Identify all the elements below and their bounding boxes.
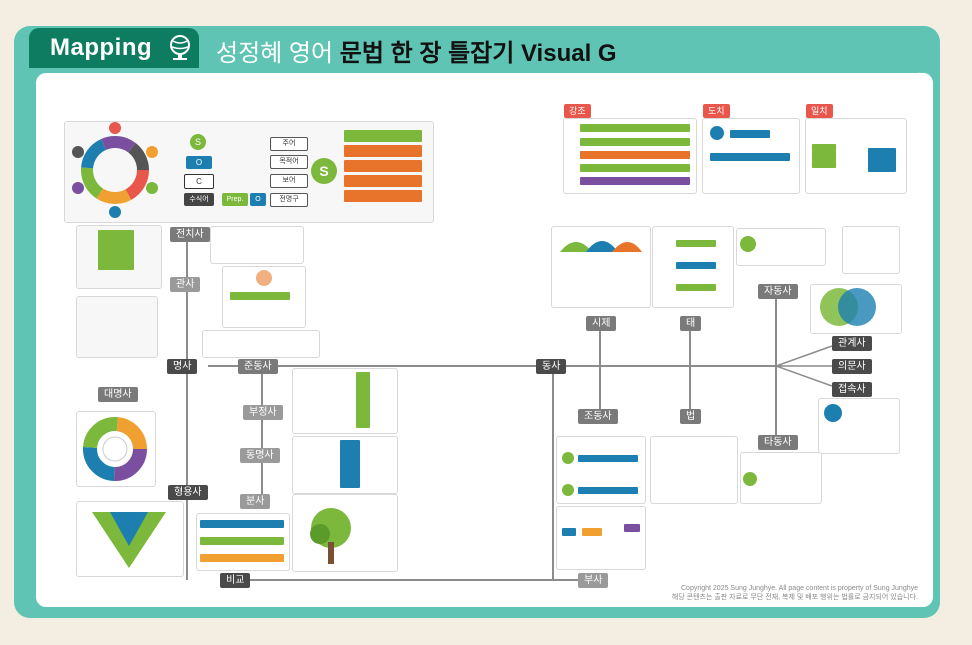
- label-intransitive[interactable]: 자동사: [758, 284, 798, 299]
- preposition-arrow: [98, 230, 134, 270]
- label-interrogative[interactable]: 의문사: [832, 359, 872, 374]
- adverb-bar-2: [582, 528, 602, 536]
- page-title: 성정혜 영어 문법 한 장 틀잡기 Visual G: [216, 40, 617, 67]
- subject-label: 주어: [270, 137, 308, 151]
- modifier-badge: 수식어: [184, 193, 214, 206]
- adverb-bar-3: [624, 524, 640, 532]
- modal-bar-2: [578, 487, 638, 494]
- complement-label: 보어: [270, 174, 308, 188]
- transitive-s-badge: [743, 472, 757, 486]
- object-o-badge: O: [186, 156, 212, 169]
- inversion-bar-1: [730, 130, 770, 138]
- infinitive-col: [356, 372, 370, 428]
- label-verbal[interactable]: 준동사: [238, 359, 278, 374]
- label-voice[interactable]: 태: [680, 316, 702, 331]
- label-modal[interactable]: 조동사: [578, 409, 618, 424]
- agreement-puzzle-green: [812, 144, 836, 168]
- label-relative[interactable]: 관계사: [832, 336, 872, 351]
- label-adjective[interactable]: 형용사: [168, 485, 208, 500]
- label-mood[interactable]: 법: [680, 409, 702, 424]
- modal-bar-1: [578, 455, 638, 462]
- inversion-s-badge: [710, 126, 724, 140]
- article-sentence-card: [202, 330, 320, 358]
- tree-icon: [310, 508, 351, 564]
- adverb-card: [556, 506, 646, 570]
- label-participle[interactable]: 분사: [240, 494, 271, 509]
- mood-card: [650, 436, 738, 504]
- infinitive-card: [292, 368, 398, 434]
- article-card: [76, 296, 158, 358]
- copyright-notice: Copyright 2025 Sung Junghye. All page co…: [671, 585, 918, 601]
- prep-o-badge: O: [250, 193, 266, 206]
- article-orange-dot: [256, 270, 272, 286]
- label-gerund[interactable]: 동명사: [240, 448, 280, 463]
- comparison-row-2: [200, 537, 284, 545]
- stack-bar-5: [344, 190, 422, 202]
- globe-icon: [170, 35, 190, 60]
- brand-logo: Mapping: [50, 34, 153, 61]
- pronoun-wheel: [83, 417, 147, 481]
- preposition-table-card: [210, 226, 304, 264]
- line-left-vertical: [186, 240, 188, 580]
- line-tae-vertical: [689, 330, 691, 410]
- voice-row-1: [676, 240, 716, 247]
- modal-s-badge-1: [562, 452, 574, 464]
- comparison-row-3: [200, 554, 284, 562]
- emphasis-row-3: [580, 151, 690, 159]
- line-sije-vertical: [599, 330, 601, 410]
- stack-bar-4: [344, 175, 422, 187]
- emphasis-tag: 강조: [564, 104, 591, 118]
- object-label: 목적어: [270, 155, 308, 169]
- label-adverb[interactable]: 부사: [578, 573, 609, 588]
- stack-bar-3: [344, 160, 422, 172]
- line-jundongsa-vertical: [261, 372, 263, 502]
- emphasis-row-2: [580, 138, 690, 146]
- label-conjunction[interactable]: 접속사: [832, 382, 872, 397]
- stack-bar-1: [344, 130, 422, 142]
- tense-card: [551, 226, 651, 308]
- modal-s-badge-2: [562, 484, 574, 496]
- label-preposition[interactable]: 전치사: [170, 227, 210, 242]
- prep-badge: Prep.: [222, 193, 248, 206]
- label-verb[interactable]: 동사: [536, 359, 567, 374]
- conjunction-circle: [824, 404, 842, 422]
- subject-s-badge: S: [190, 134, 206, 150]
- line-verb-vertical: [552, 372, 554, 580]
- emphasis-row-4: [580, 164, 690, 172]
- label-noun[interactable]: 명사: [167, 359, 198, 374]
- label-infinitive[interactable]: 부정사: [243, 405, 283, 420]
- venn-blue: [838, 288, 876, 326]
- line-right-vertical: [775, 298, 777, 438]
- line-bottom: [246, 579, 580, 581]
- voice-row-3: [676, 284, 716, 291]
- gerund-col: [340, 440, 360, 488]
- inversion-tag: 도치: [703, 104, 730, 118]
- intransitive-s-badge: [740, 236, 756, 252]
- branch-lines: [776, 345, 833, 387]
- label-comparison[interactable]: 비교: [220, 573, 251, 588]
- prep-phrase-label: 전명구: [270, 193, 308, 207]
- complement-c-badge: C: [184, 174, 214, 189]
- article-green-bar: [230, 292, 290, 300]
- big-s-circle: S: [311, 158, 337, 184]
- label-pronoun[interactable]: 대명사: [98, 387, 138, 402]
- sentence-form-card: [842, 226, 900, 274]
- adverb-bar-1: [562, 528, 576, 536]
- voice-row-2: [676, 262, 716, 269]
- agreement-puzzle-blue: [868, 148, 896, 172]
- comparison-row-1: [200, 520, 284, 528]
- emphasis-row-5: [580, 177, 690, 185]
- label-article[interactable]: 관사: [170, 277, 201, 292]
- label-tense[interactable]: 시제: [586, 316, 617, 331]
- agreement-tag: 일치: [806, 104, 833, 118]
- label-transitive[interactable]: 타동사: [758, 435, 798, 450]
- inversion-bar-2: [710, 153, 790, 161]
- emphasis-row-1: [580, 124, 690, 132]
- line-noun-verb: [208, 365, 780, 367]
- tense-arcs: [560, 241, 642, 252]
- adjective-triangle: [92, 512, 166, 568]
- parts-of-speech-wheel: [72, 122, 158, 218]
- stack-bar-2: [344, 145, 422, 157]
